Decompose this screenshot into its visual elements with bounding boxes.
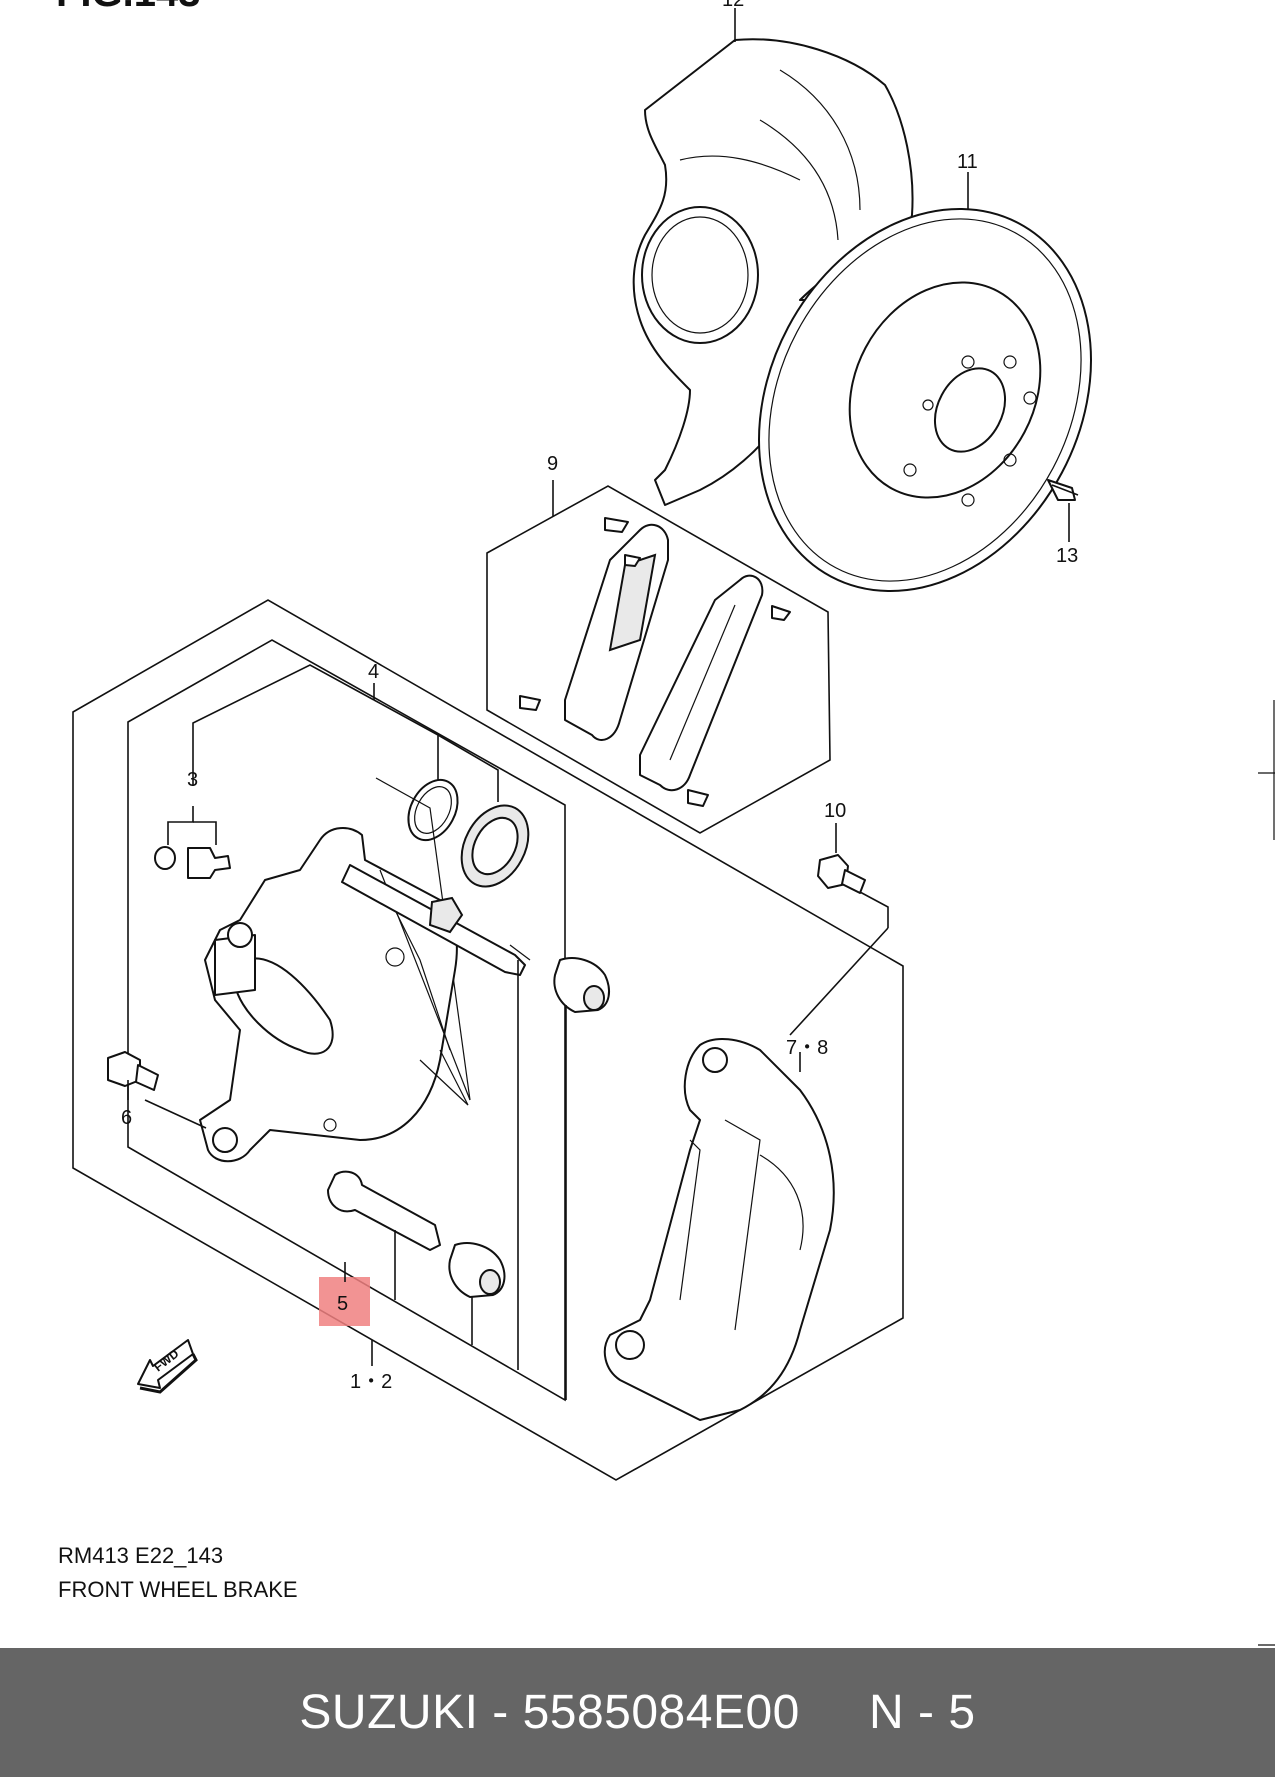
callout-7-8: 7・8 xyxy=(786,1037,828,1059)
callout-12: 12 xyxy=(722,0,744,11)
bolt-part-10[interactable] xyxy=(817,854,866,894)
footer-gap xyxy=(800,1685,869,1740)
callout-5[interactable]: 5 xyxy=(337,1293,348,1315)
piston-seal-part-4[interactable] xyxy=(399,771,468,848)
brake-disc-part-11[interactable] xyxy=(694,151,1156,650)
diagram-name: FRONT WHEEL BRAKE xyxy=(58,1577,298,1602)
callout-10: 10 xyxy=(824,800,846,822)
footer-part-number[interactable]: 5585084E00 xyxy=(522,1686,800,1739)
callout-4: 4 xyxy=(368,661,379,683)
dust-shield-part-12[interactable] xyxy=(632,38,914,506)
pad-shim-clips xyxy=(519,517,791,807)
callout-9: 9 xyxy=(547,453,558,475)
part-info-footer: SUZUKI - 5585084E00 N - 5 xyxy=(0,1648,1275,1777)
guide-pin-lower[interactable] xyxy=(327,1170,441,1251)
footer-note-separator: - xyxy=(904,1686,949,1739)
callout-13: 13 xyxy=(1056,545,1078,567)
footer-note-prefix: N xyxy=(869,1686,905,1739)
guide-pin-upper[interactable] xyxy=(341,864,531,976)
bolt-part-6[interactable] xyxy=(107,1051,159,1091)
fwd-arrow-icon: FWD xyxy=(137,1339,198,1394)
pad-set-frame xyxy=(486,485,831,834)
screw-part-13[interactable] xyxy=(1047,479,1079,501)
caliper-body[interactable] xyxy=(199,827,471,1163)
figure-title: FIG.143 xyxy=(56,0,201,15)
highlight-box-5 xyxy=(319,1277,370,1326)
callout-11: 11 xyxy=(957,151,978,173)
callout-1-2: 1・2 xyxy=(350,1371,392,1393)
guide-pin-boot-upper[interactable] xyxy=(553,957,611,1013)
callout-3: 3 xyxy=(187,769,198,791)
footer-note-value: 5 xyxy=(948,1686,976,1739)
dust-boot-part-4[interactable] xyxy=(448,794,541,898)
footer-brand: SUZUKI xyxy=(299,1686,479,1739)
caliper-assembly-frame xyxy=(72,599,904,1481)
exploded-parts-diagram: FIG.143 12 11 13 9 xyxy=(56,0,1275,1646)
guide-pin-boot-lower[interactable] xyxy=(448,1242,506,1298)
callout-6: 6 xyxy=(121,1107,132,1129)
caliper-bracket-part-7-8[interactable] xyxy=(603,1038,835,1421)
diagram-code: RM413 E22_143 xyxy=(58,1543,224,1568)
bleeder-screw-part-3[interactable] xyxy=(187,847,231,879)
brake-pad-outer[interactable] xyxy=(639,574,764,792)
footer-separator: - xyxy=(478,1686,523,1739)
bleeder-cap-part-3[interactable] xyxy=(154,846,176,870)
brake-pad-inner[interactable] xyxy=(564,523,669,741)
